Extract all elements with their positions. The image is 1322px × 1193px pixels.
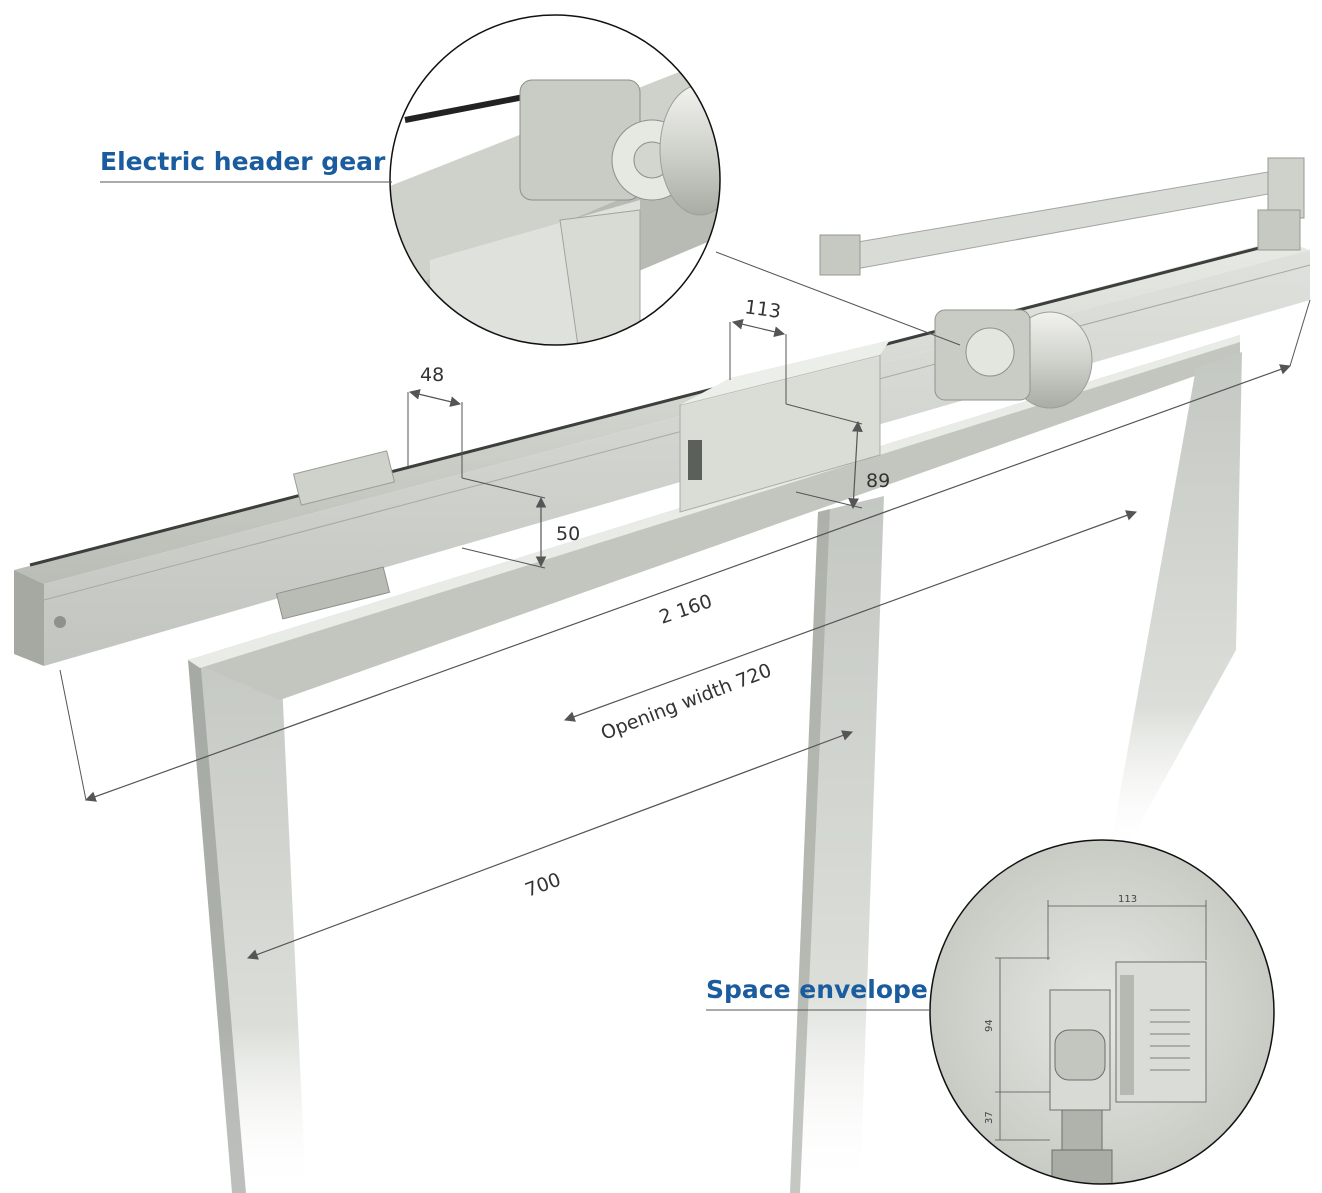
dim-line-leaf-width xyxy=(246,730,854,960)
inset-dim-width: 113 xyxy=(1118,894,1137,905)
detail-space-envelope xyxy=(929,839,1275,1185)
dim-ext-89-top xyxy=(785,403,863,425)
detail-leader-line xyxy=(715,251,961,346)
cylinder xyxy=(819,157,1305,276)
dim-label-leaf-width: 700 xyxy=(522,869,564,902)
detail-header-gear xyxy=(389,14,721,346)
control-box-switch xyxy=(688,440,702,480)
dim-line-48 xyxy=(408,389,462,407)
callout-space-envelope: Space envelope xyxy=(706,975,928,1004)
dim-label-48: 48 xyxy=(420,364,444,386)
dim-line-113 xyxy=(731,318,786,338)
dim-label-113: 113 xyxy=(743,296,782,323)
dim-label-total-length: 2 160 xyxy=(656,590,715,629)
drive-unit xyxy=(934,309,1093,409)
dim-ext-50-bottom xyxy=(461,547,546,569)
callout-header-gear: Electric header gear xyxy=(100,147,386,176)
inset-circle-outline xyxy=(929,839,1275,1185)
dim-ext-50-top xyxy=(461,477,546,499)
frame-left-stile xyxy=(188,640,306,1193)
dim-label-89: 89 xyxy=(866,470,890,492)
dim-label-50: 50 xyxy=(556,523,580,545)
dim-ext-total-right xyxy=(1289,299,1311,367)
inset-dim-height-lower: 37 xyxy=(984,1111,995,1124)
detail-circle-outline xyxy=(389,14,721,346)
rail-left-end xyxy=(14,570,44,666)
dim-line-opening-width xyxy=(563,510,1138,722)
rail-end-bolt xyxy=(54,616,66,628)
dim-ext-total-left xyxy=(59,669,87,801)
frame-right-stile xyxy=(1108,352,1242,860)
inset-dim-height-upper: 94 xyxy=(984,1019,995,1032)
dim-label-opening-width: Opening width 720 xyxy=(598,659,775,744)
dim-line-89 xyxy=(848,420,863,510)
dimensions xyxy=(59,251,1311,960)
